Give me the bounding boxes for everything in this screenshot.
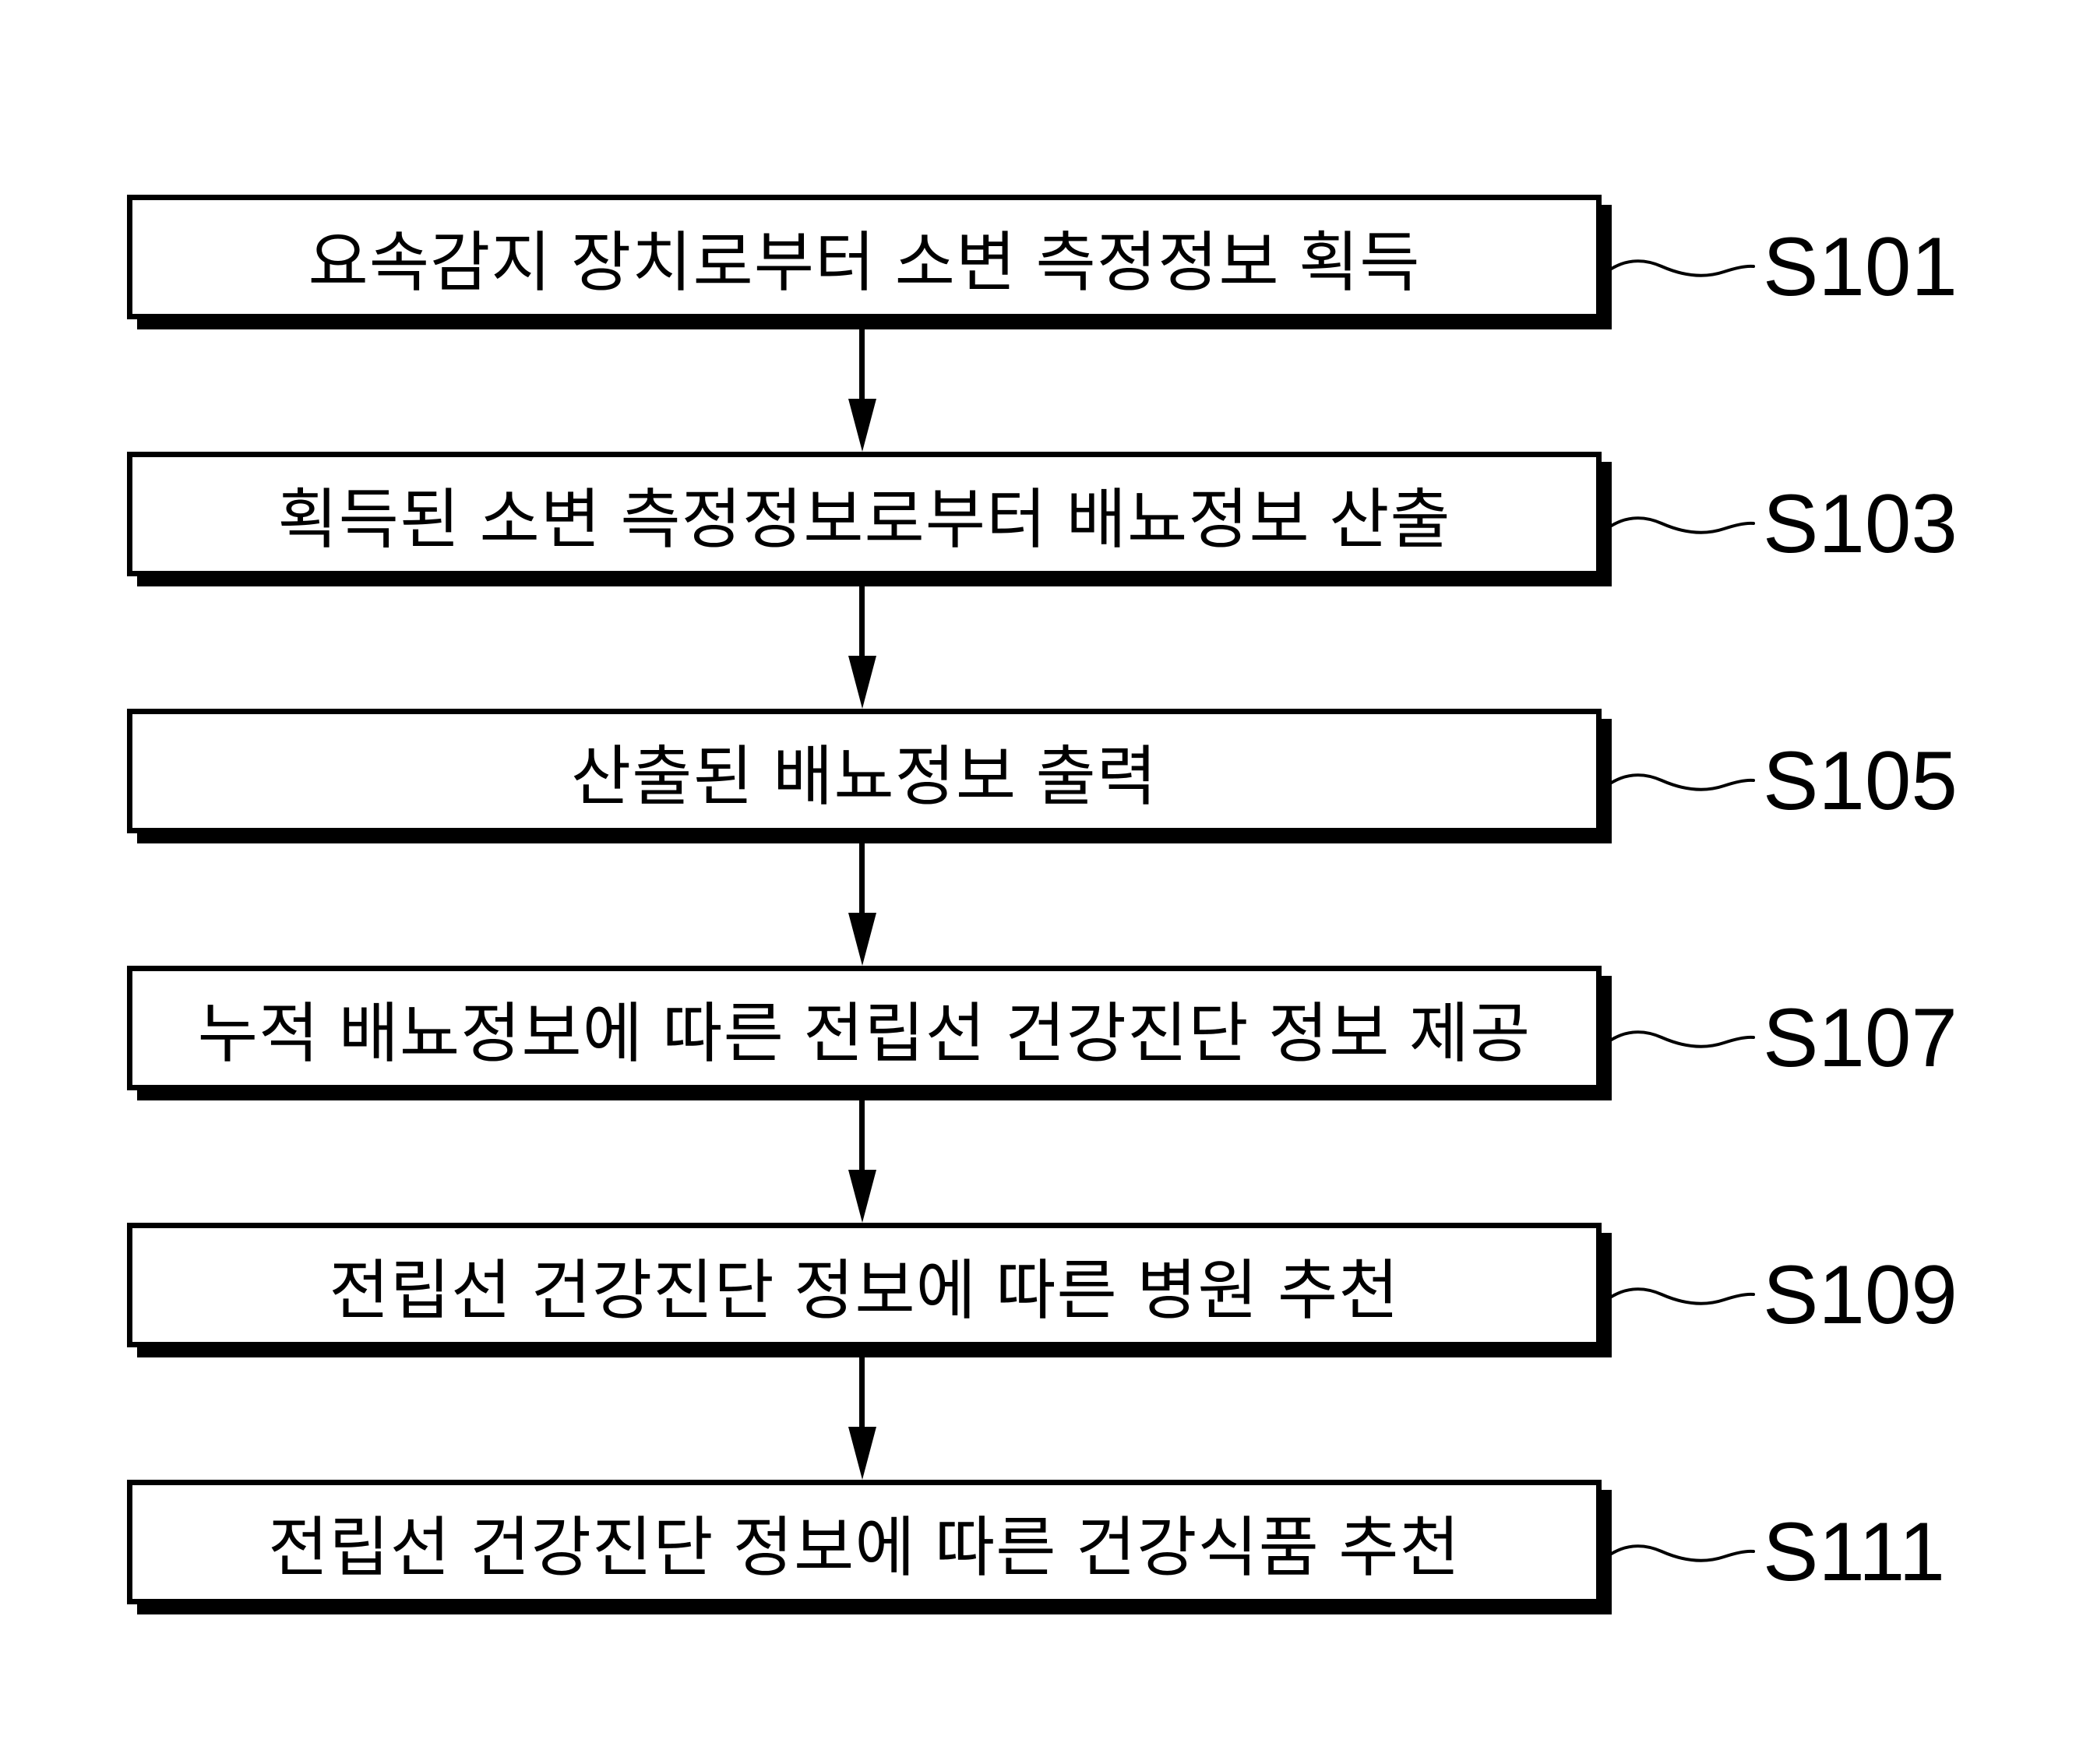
flow-step-3: 산출된 배뇨정보 출력 S105: [127, 709, 1958, 833]
process-box-3: 산출된 배뇨정보 출력: [127, 709, 1602, 833]
flow-arrow-down-5: [848, 1357, 876, 1480]
arrow-stem: [859, 329, 865, 399]
process-box-5: 전립선 건강진단 정보에 따른 병원 추천: [127, 1223, 1602, 1347]
flow-arrow-down-3: [848, 843, 876, 966]
arrow-stem: [859, 843, 865, 913]
arrow-head-icon: [848, 1427, 876, 1480]
step-number-label-2: S103: [1763, 477, 1958, 571]
flow-step-1: 요속감지 장치로부터 소변 측정정보 획득 S101: [127, 195, 1958, 319]
step-number-label-5: S109: [1763, 1248, 1958, 1342]
flow-step-4: 누적 배뇨정보에 따른 전립선 건강진단 정보 제공 S107: [127, 966, 1958, 1090]
squiggle-connector-line: [1603, 773, 1755, 791]
flow-arrow-down-2: [848, 586, 876, 709]
arrow-head-icon: [848, 1170, 876, 1223]
step-number-label-3: S105: [1763, 734, 1958, 828]
arrow-stem: [859, 1100, 865, 1170]
arrow-stem: [859, 586, 865, 656]
process-box-2: 획득된 소변 측정정보로부터 배뇨정보 산출: [127, 452, 1602, 576]
arrow-head-icon: [848, 399, 876, 452]
step-number-label-6: S111: [1763, 1505, 1946, 1599]
flow-step-2: 획득된 소변 측정정보로부터 배뇨정보 산출 S103: [127, 452, 1958, 576]
process-box-4-text: 누적 배뇨정보에 따른 전립선 건강진단 정보 제공: [197, 996, 1531, 1070]
squiggle-connector-line: [1603, 1544, 1755, 1562]
squiggle-connector-line: [1603, 1287, 1755, 1305]
process-box-6: 전립선 건강진단 정보에 따른 건강식품 추천: [127, 1480, 1602, 1604]
arrow-head-icon: [848, 656, 876, 709]
flow-step-6: 전립선 건강진단 정보에 따른 건강식품 추천 S111: [127, 1480, 1945, 1604]
process-box-6-text: 전립선 건강진단 정보에 따른 건강식품 추천: [268, 1510, 1461, 1584]
process-box-2-text: 획득된 소변 측정정보로부터 배뇨정보 산출: [277, 482, 1451, 556]
process-box-1-text: 요속감지 장치로부터 소변 측정정보 획득: [308, 225, 1421, 299]
process-box-5-text: 전립선 건강진단 정보에 따른 병원 추천: [329, 1253, 1400, 1327]
arrow-stem: [859, 1357, 865, 1427]
flow-arrow-down-4: [848, 1100, 876, 1223]
step-number-label-1: S101: [1763, 220, 1958, 314]
arrow-head-icon: [848, 913, 876, 966]
step-number-label-4: S107: [1763, 991, 1958, 1085]
process-box-4: 누적 배뇨정보에 따른 전립선 건강진단 정보 제공: [127, 966, 1602, 1090]
process-box-3-text: 산출된 배뇨정보 출력: [570, 739, 1158, 813]
flow-step-5: 전립선 건강진단 정보에 따른 병원 추천 S109: [127, 1223, 1958, 1347]
squiggle-connector-line: [1603, 1030, 1755, 1048]
squiggle-connector-line: [1603, 259, 1755, 277]
squiggle-connector-line: [1603, 516, 1755, 534]
process-box-1: 요속감지 장치로부터 소변 측정정보 획득: [127, 195, 1602, 319]
flow-arrow-down-1: [848, 329, 876, 452]
